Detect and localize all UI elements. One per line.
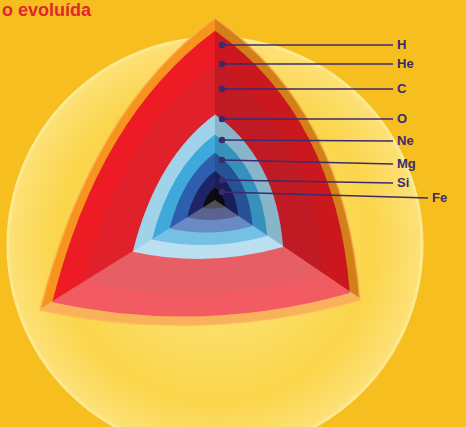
title-text: o evoluída [2,0,91,20]
element-label: Ne [397,134,414,148]
leader-lines [220,43,429,199]
element-label: Mg [397,157,416,171]
element-label: H [397,38,406,52]
element-label: C [397,82,406,96]
element-label: O [397,112,407,126]
star-layers [30,10,370,360]
element-label: Fe [432,191,447,205]
element-label: Si [397,176,409,190]
element-label: He [397,57,414,71]
